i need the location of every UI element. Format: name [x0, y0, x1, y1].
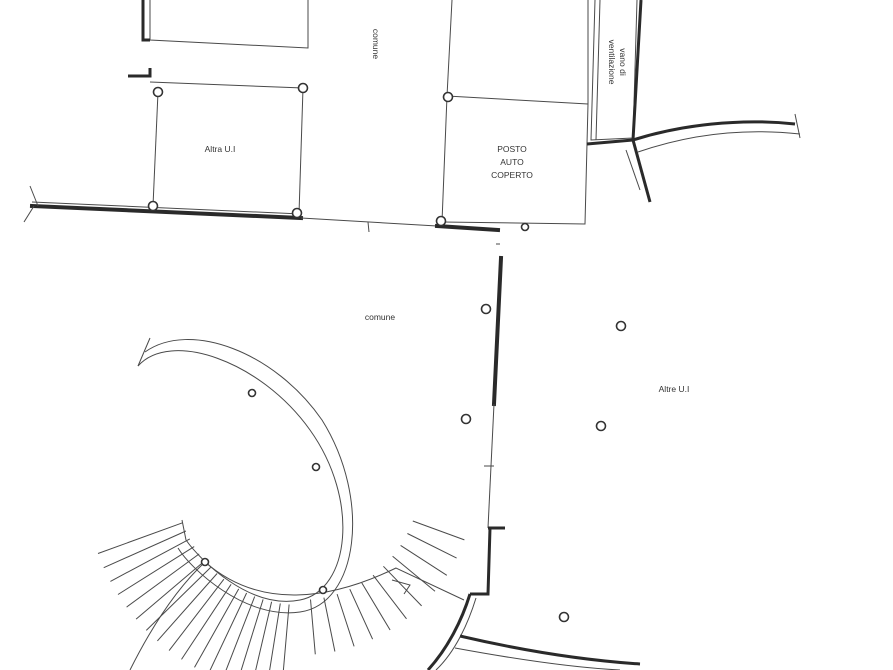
label-posto-line2: AUTO: [500, 157, 524, 167]
stair-tread: [269, 603, 281, 670]
label-altra-ui-top: Altra U.I: [205, 144, 236, 154]
plan-labels: comune comune Altra U.I Altre U.I POSTO …: [205, 29, 690, 394]
stair-tread: [126, 553, 200, 608]
label-posto-line3: COPERTO: [491, 170, 533, 180]
label-vano-line2: ventilazione: [607, 40, 617, 85]
spiral-ramp: [137, 337, 354, 614]
stair-tread: [407, 533, 457, 559]
central-partition: [426, 255, 641, 670]
stair-tread: [392, 555, 436, 592]
stair-tread: [225, 596, 256, 670]
stair-tread: [255, 601, 273, 670]
label-altra-ui-right: Altre U.I: [659, 384, 690, 394]
stair-tread: [412, 520, 465, 541]
stair-tread: [349, 588, 374, 640]
curved-walls-right: [625, 113, 801, 203]
upper-rooms: [128, 0, 643, 225]
stair-tread: [282, 604, 290, 670]
stair-tread: [194, 588, 240, 668]
columns: [147, 82, 627, 623]
stair-tread: [336, 593, 355, 647]
stair-tread: [110, 538, 191, 582]
stair-tread: [117, 546, 195, 595]
stair-tread: [240, 599, 264, 670]
stair-tread: [135, 560, 206, 620]
stair-tread: [323, 597, 336, 652]
stair-tread: [209, 592, 248, 670]
stair-tread: [145, 567, 212, 631]
stair-tread: [181, 584, 232, 660]
stair-tread: [400, 544, 448, 576]
stair-tread: [157, 573, 218, 642]
label-comune-top: comune: [371, 29, 381, 60]
stair-tread: [361, 582, 391, 631]
stair-tread: [372, 574, 407, 620]
stair-tread: [310, 599, 316, 655]
label-vano-line1: vano di: [618, 48, 628, 76]
stair-tread: [103, 530, 187, 569]
main-wall: [23, 185, 501, 245]
stair-tread: [168, 578, 225, 651]
label-comune-mid: comune: [365, 312, 396, 322]
label-posto-line1: POSTO: [497, 144, 527, 154]
stair-tread: [97, 522, 183, 554]
stair-tread: [383, 565, 422, 607]
stair-fan: [97, 520, 465, 670]
